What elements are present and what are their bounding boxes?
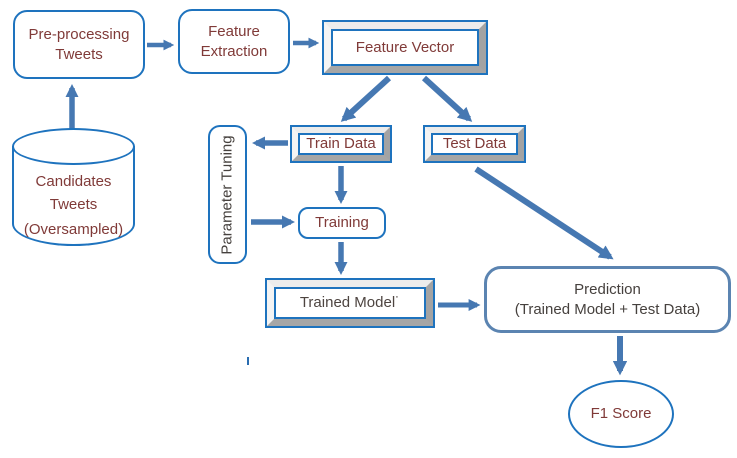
node-train-data: Train Data (290, 125, 392, 163)
node-test-data: Test Data (423, 125, 526, 163)
bevel-frame (292, 127, 390, 161)
node-candidates-label-line2: Tweets (49, 196, 98, 213)
node-test-data-inner: Test Data (431, 133, 518, 155)
node-feature-extraction: Feature Extraction (178, 9, 290, 74)
node-training-label: Training (315, 214, 369, 231)
stray-tick-mark (247, 357, 249, 365)
node-training: Training (298, 207, 386, 239)
node-f1-score: F1 Score (568, 380, 674, 448)
node-feature-vector: Feature Vector (322, 20, 488, 75)
node-preprocessing-tweets: Pre-processing Tweets (13, 10, 145, 79)
node-parameter-tuning-label: Parameter Tuning (218, 134, 236, 255)
node-prediction-label-line1: Prediction (574, 280, 641, 298)
bevel-frame (267, 280, 433, 326)
node-prediction: Prediction (Trained Model + Test Data) (484, 266, 731, 333)
bevel-frame (324, 22, 486, 73)
node-f1-score-label: F1 Score (590, 405, 652, 422)
node-train-data-label: Train Data (306, 135, 376, 152)
arrow-feature-vector-to-train-data (340, 75, 392, 122)
node-candidates-tweets-cylinder: Candidates Tweets (Oversampled) (12, 128, 135, 246)
node-trained-model: Trained Model˙ (265, 278, 435, 328)
node-candidates-label-line1: Candidates (35, 173, 112, 190)
node-preprocessing-tweets-label-line1: Pre-processing (28, 25, 130, 43)
node-feature-vector-inner: Feature Vector (331, 29, 479, 66)
node-candidates-tweets-label: Candidates Tweets (Oversampled) (12, 172, 135, 242)
node-test-data-label: Test Data (442, 135, 507, 152)
node-parameter-tuning: Parameter Tuning (208, 125, 247, 264)
node-candidates-label-line3: (Oversampled) (23, 221, 124, 238)
node-trained-model-label: Trained Model˙ (299, 294, 401, 311)
node-preprocessing-tweets-label-line2: Tweets (55, 45, 103, 63)
node-feature-extraction-label-line1: Feature (208, 22, 260, 40)
bevel-frame (425, 127, 524, 161)
node-train-data-inner: Train Data (298, 133, 384, 155)
node-feature-extraction-label-line2: Extraction (200, 42, 268, 60)
arrow-test-data-to-prediction (474, 166, 614, 260)
node-prediction-label-line2: (Trained Model + Test Data) (514, 300, 701, 318)
arrow-feature-vector-to-test-data (421, 75, 473, 122)
cylinder-top-ellipse (12, 128, 135, 165)
node-feature-vector-label: Feature Vector (355, 38, 455, 56)
node-trained-model-inner: Trained Model˙ (274, 287, 426, 319)
